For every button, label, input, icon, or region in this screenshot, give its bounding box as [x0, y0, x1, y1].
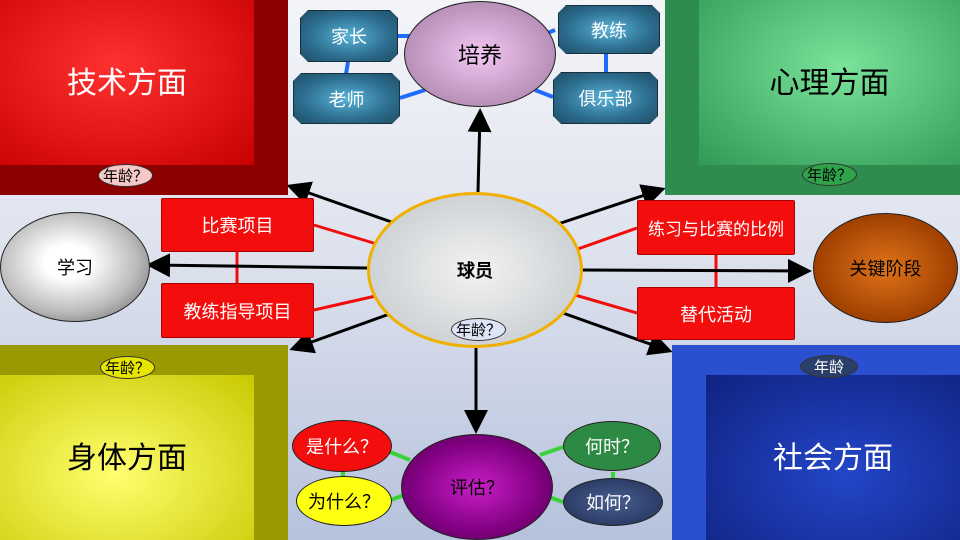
social-aspect-label: 社会方面: [773, 441, 893, 476]
when-question: 何时？: [563, 421, 661, 471]
parents-node: 家长: [300, 10, 398, 62]
key-stages-node: 关键阶段: [813, 213, 958, 323]
technical-age-badge: 年龄？: [98, 164, 154, 187]
how-question: 如何？: [563, 478, 663, 526]
teachers-node: 老师: [293, 73, 400, 124]
player-age-badge: 年龄？: [451, 318, 507, 341]
physical-aspect-label: 身体方面: [67, 441, 187, 476]
player-center-node: 球员: [367, 192, 583, 348]
social-age-badge: 年龄: [800, 355, 858, 378]
alternative-activities-box: 替代活动: [637, 287, 795, 340]
assessment-node: 评估？: [401, 434, 553, 540]
practice-ratio-box: 练习与比赛的比例: [637, 200, 795, 255]
physical-age-badge: 年龄？: [100, 356, 156, 379]
coaches-node: 教练: [558, 5, 660, 54]
player-label: 球员: [457, 261, 493, 282]
clubs-node: 俱乐部: [553, 72, 658, 124]
what-question: 是什么？: [292, 420, 392, 472]
coaching-items-box: 教练指导项目: [161, 283, 314, 338]
why-question: 为什么？: [296, 476, 392, 526]
psychological-aspect-box: 心理方面: [665, 0, 960, 195]
psychological-age-badge: 年龄？: [802, 163, 858, 186]
social-aspect-box: 社会方面: [672, 345, 960, 540]
technical-aspect-box: 技术方面: [0, 0, 288, 195]
competition-items-box: 比赛项目: [161, 198, 314, 252]
study-node: 学习: [0, 212, 150, 322]
development-node: 培养: [404, 1, 556, 107]
psychological-aspect-label: 心理方面: [769, 66, 890, 101]
technical-aspect-label: 技术方面: [67, 66, 187, 101]
